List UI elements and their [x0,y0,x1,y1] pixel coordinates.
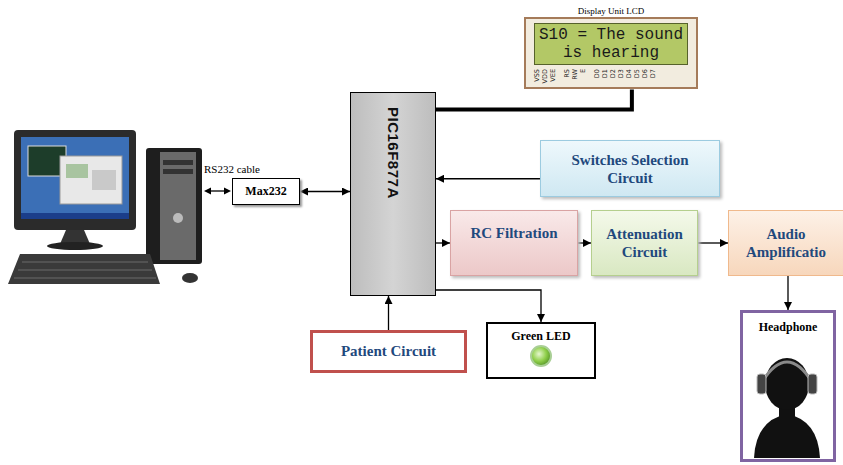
box-label: Headphone [759,320,818,335]
connector [698,242,728,243]
box-label: Attenuation Circuit [598,225,691,261]
pin-label: RW [572,69,579,80]
led-symbol [531,346,551,366]
output-box: Headphone [740,310,836,462]
pin-label: D7 [650,69,657,78]
connector [578,242,591,243]
pin-label: D6 [642,69,649,78]
connector [436,242,450,243]
box-label: Green LED [511,329,570,344]
box-label: Patient Circuit [341,343,436,360]
lcd-display: Display Unit LCDS10 = The sound is heari… [524,6,698,89]
microcontroller-box: PIC16F877A [350,92,436,296]
pc-tower [146,148,202,264]
pin-label: RS [564,69,571,78]
tower-panel [160,152,196,260]
pin-label: D1 [602,69,609,78]
box-label: RC Filtration [470,225,557,242]
pin-label: D5 [634,69,641,78]
pin-label: D2 [610,69,617,78]
computer-illustration [8,130,202,284]
lcd-text: S10 = The sound is hearing [534,23,688,65]
monitor-stand [60,230,90,244]
drive-slot [163,160,193,165]
cable-line [210,190,225,191]
keyboard [8,254,160,284]
connector [436,89,632,109]
pin-label: D0 [594,69,601,78]
lcd-housing: S10 = The sound is hearingVSSVDDVEE RSRWE… [524,17,698,89]
display-heading: Display Unit LCD [524,6,698,17]
pin-label: D4 [626,69,633,78]
connector [787,276,788,310]
connector [436,290,541,322]
rs232-link [204,188,231,195]
pin-label: VEE [550,69,557,82]
person-shoulders [754,414,820,458]
arrow-head [224,188,231,195]
pin-label: D3 [618,69,625,78]
connector [436,178,540,179]
box-label: Audio Amplificatio [735,225,837,261]
monitor-frame [14,130,136,230]
keyboard-keys [14,262,156,278]
pin-label: E [580,69,587,73]
pin-row: VSSVDDVEE RSRWE D0D1D2D3D4D5D6D7 [534,69,658,83]
process-box: Patient Circuit [310,330,467,373]
process-box: Attenuation Circuit [591,210,698,276]
monitor-base [47,242,103,250]
screen-detail [92,170,116,190]
screen-window [60,156,122,204]
box-label: Max232 [245,184,286,199]
process-box: RC Filtration [450,210,578,276]
headband [762,362,812,382]
interface-box: Max232 [232,178,300,205]
mouse [182,273,198,283]
connector [388,296,389,330]
box-label: Switches Selection Circuit [555,151,705,187]
process-box: Audio Amplificatio [728,210,843,276]
person-head [765,358,809,410]
monitor-screen [21,137,129,219]
screen-detail [66,164,88,178]
cable-label: RS232 cable [204,163,260,175]
ear-cup [757,374,766,394]
pin-label: VDD [542,69,549,83]
pin-label: VSS [534,69,541,82]
ear-cup [808,374,817,394]
tower-logo [173,213,183,223]
taskbar [21,213,129,219]
indicator-box: Green LED [486,322,596,379]
chip-label: PIC16F877A [385,107,402,199]
headphone-figure [754,358,820,458]
drive-slot [163,169,193,174]
connector [300,191,350,192]
led-lamp [531,346,551,366]
arrow-head [204,188,211,195]
process-box: Switches Selection Circuit [540,140,720,197]
